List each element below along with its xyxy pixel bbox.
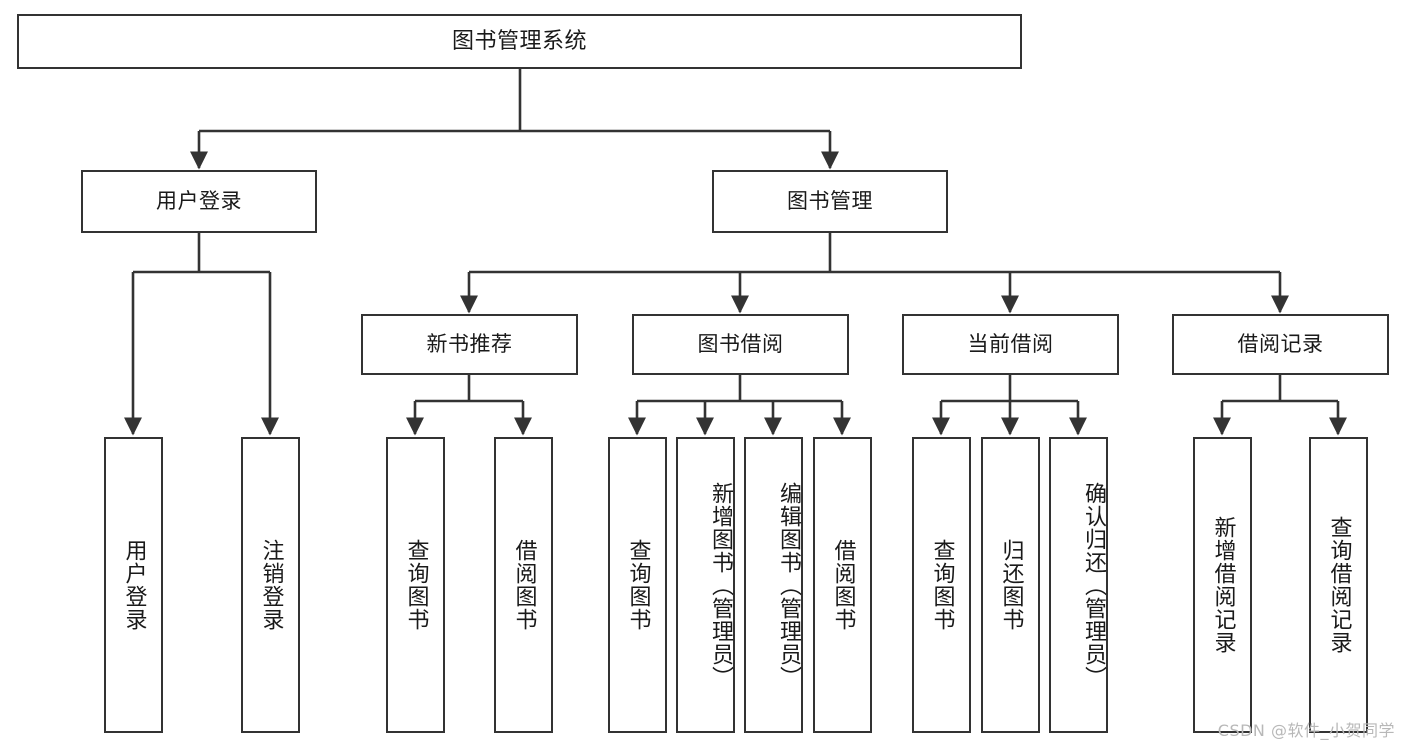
leaf-query-book-3[interactable]: 查询图书	[912, 437, 971, 733]
leaf-add-book-label: 新增图书（管理员）	[708, 481, 733, 689]
leaf-query-record-label: 查询借阅记录	[1326, 516, 1352, 654]
leaf-return-book-label: 归还图书	[998, 539, 1024, 631]
leaf-query-record[interactable]: 查询借阅记录	[1309, 437, 1368, 733]
leaf-user-login-label: 用户登录	[121, 539, 147, 631]
node-current-borrow[interactable]: 当前借阅	[902, 314, 1119, 375]
node-book-manage[interactable]: 图书管理	[712, 170, 948, 233]
leaf-return-book[interactable]: 归还图书	[981, 437, 1040, 733]
node-current-borrow-label: 当前借阅	[967, 332, 1054, 357]
node-book-manage-label: 图书管理	[787, 189, 873, 214]
leaf-edit-book[interactable]: 编辑图书（管理员）	[744, 437, 803, 733]
node-new-book-recommend-label: 新书推荐	[426, 332, 513, 357]
leaf-user-logout-label: 注销登录	[258, 539, 284, 631]
leaf-borrow-book-1-label: 借阅图书	[511, 539, 537, 631]
node-book-borrow-label: 图书借阅	[697, 332, 784, 357]
leaf-user-login[interactable]: 用户登录	[104, 437, 163, 733]
node-borrow-record-label: 借阅记录	[1237, 332, 1324, 357]
leaf-borrow-book-2[interactable]: 借阅图书	[813, 437, 872, 733]
leaf-query-book-1[interactable]: 查询图书	[386, 437, 445, 733]
node-root-label: 图书管理系统	[451, 28, 587, 54]
node-book-borrow[interactable]: 图书借阅	[632, 314, 849, 375]
leaf-add-book[interactable]: 新增图书（管理员）	[676, 437, 735, 733]
node-user-login-label: 用户登录	[156, 189, 242, 214]
leaf-confirm-return-label: 确认归还（管理员）	[1081, 481, 1106, 689]
leaf-query-book-1-label: 查询图书	[403, 539, 429, 631]
leaf-user-logout[interactable]: 注销登录	[241, 437, 300, 733]
leaf-query-book-2-label: 查询图书	[625, 539, 651, 631]
leaf-borrow-book-1[interactable]: 借阅图书	[494, 437, 553, 733]
watermark-text: CSDN @软件_小贺同学	[1217, 721, 1395, 740]
leaf-add-record[interactable]: 新增借阅记录	[1193, 437, 1252, 733]
leaf-edit-book-label: 编辑图书（管理员）	[776, 481, 801, 689]
leaf-query-book-2[interactable]: 查询图书	[608, 437, 667, 733]
leaf-confirm-return[interactable]: 确认归还（管理员）	[1049, 437, 1108, 733]
leaf-borrow-book-2-label: 借阅图书	[830, 539, 856, 631]
node-root-system[interactable]: 图书管理系统	[17, 14, 1022, 69]
node-user-login[interactable]: 用户登录	[81, 170, 317, 233]
leaf-query-book-3-label: 查询图书	[929, 539, 955, 631]
node-new-book-recommend[interactable]: 新书推荐	[361, 314, 578, 375]
leaf-add-record-label: 新增借阅记录	[1210, 516, 1236, 654]
node-borrow-record[interactable]: 借阅记录	[1172, 314, 1389, 375]
